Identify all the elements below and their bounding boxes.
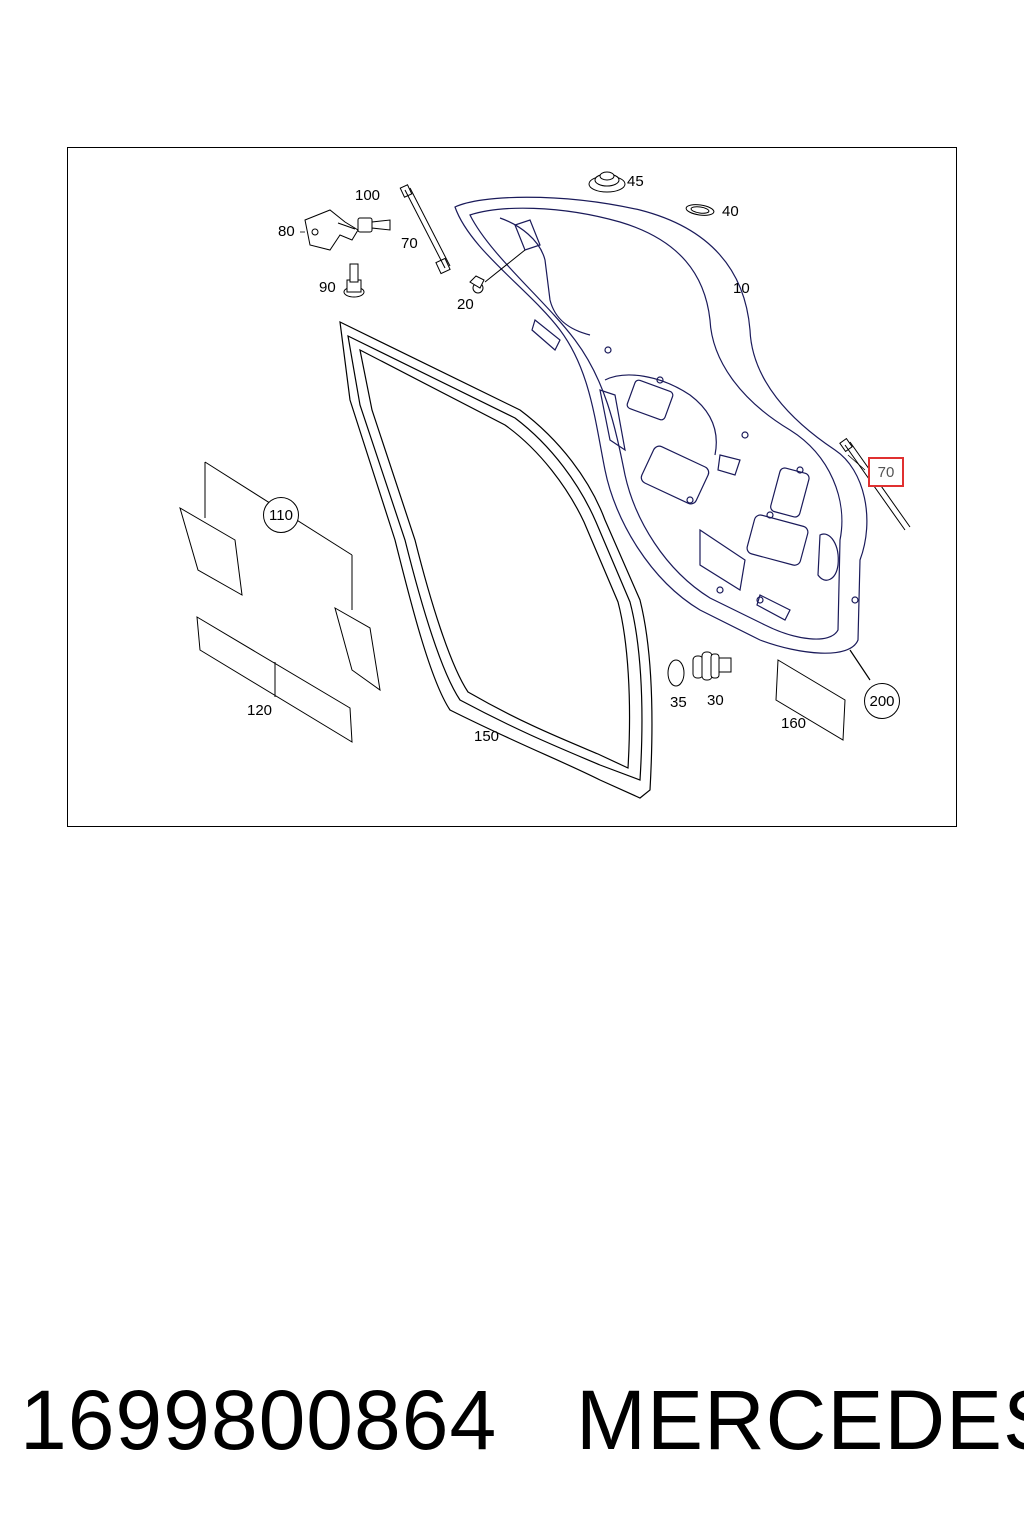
callout-40: 40 (722, 203, 739, 220)
ring-35 (667, 659, 685, 687)
gas-strut-upper (399, 184, 451, 275)
diagram-frame (67, 147, 957, 827)
hinge-80 (304, 209, 359, 251)
callout-70-highlighted[interactable]: 70 (868, 457, 904, 487)
callout-10: 10 (733, 280, 750, 297)
seal-150 (339, 320, 653, 799)
callout-35: 35 (670, 694, 687, 711)
tailgate-panel (454, 196, 871, 681)
callout-120: 120 (247, 702, 273, 719)
callout-80: 80 (278, 223, 295, 240)
callout-100: 100 (355, 187, 381, 204)
plug-40 (685, 204, 715, 216)
part-number: 1699800864 (20, 1373, 498, 1467)
nut-20 (469, 249, 526, 294)
brand-name: MERCEDES (576, 1373, 1024, 1467)
callout-30: 30 (707, 692, 724, 709)
callout-20: 20 (457, 296, 474, 313)
foil-pads (179, 461, 381, 743)
bolt-90 (343, 263, 365, 298)
callout-200: 200 (864, 683, 900, 719)
callout-70-upper: 70 (401, 235, 418, 252)
grommet-45 (588, 171, 626, 193)
callout-45: 45 (627, 173, 644, 190)
buffer-30 (692, 651, 732, 681)
pad-160 (775, 659, 846, 741)
callout-90: 90 (319, 279, 336, 296)
callout-150: 150 (474, 728, 500, 745)
bolt-100 (357, 217, 391, 233)
callout-160: 160 (781, 715, 807, 732)
callout-110: 110 (263, 497, 299, 533)
